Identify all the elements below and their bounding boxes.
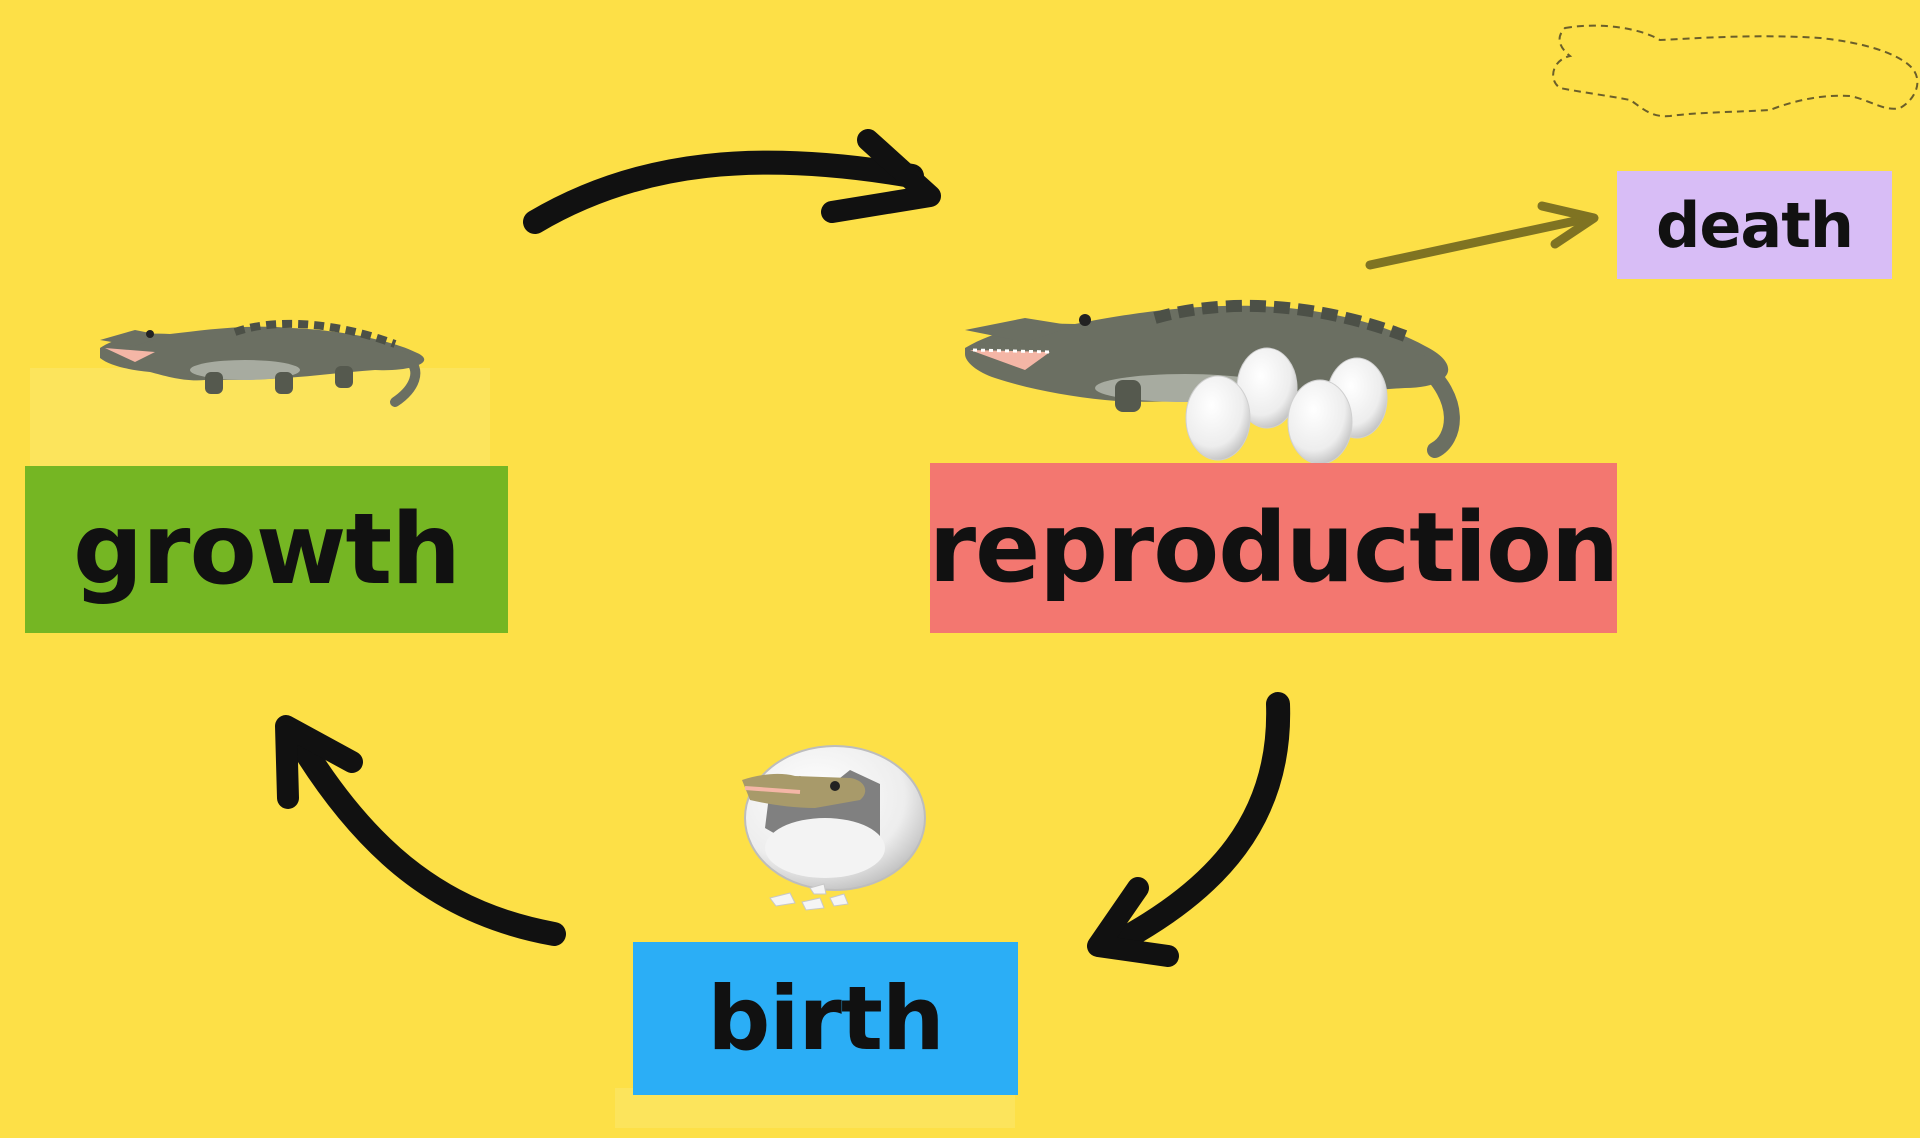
stage-label-death: death	[1617, 171, 1892, 279]
crocodile-growth-image	[100, 319, 425, 407]
crocodile-outline-icon	[1552, 24, 1919, 118]
arrow-growth-to-reproduction	[523, 129, 941, 234]
stage-label-reproduction: reproduction	[929, 463, 1619, 633]
stage-label-growth: growth	[25, 466, 508, 633]
stage-label-birth: birth	[633, 942, 1018, 1095]
arrow-reproduction-to-birth	[1087, 692, 1291, 967]
arrow-birth-to-growth	[275, 715, 566, 946]
hatching-egg-image	[742, 745, 926, 911]
crocodile-with-eggs-image	[965, 299, 1460, 465]
egg-cluster	[1185, 347, 1388, 465]
growth-image-backdrop	[30, 368, 490, 468]
arrow-reproduction-to-death	[1365, 201, 1599, 270]
